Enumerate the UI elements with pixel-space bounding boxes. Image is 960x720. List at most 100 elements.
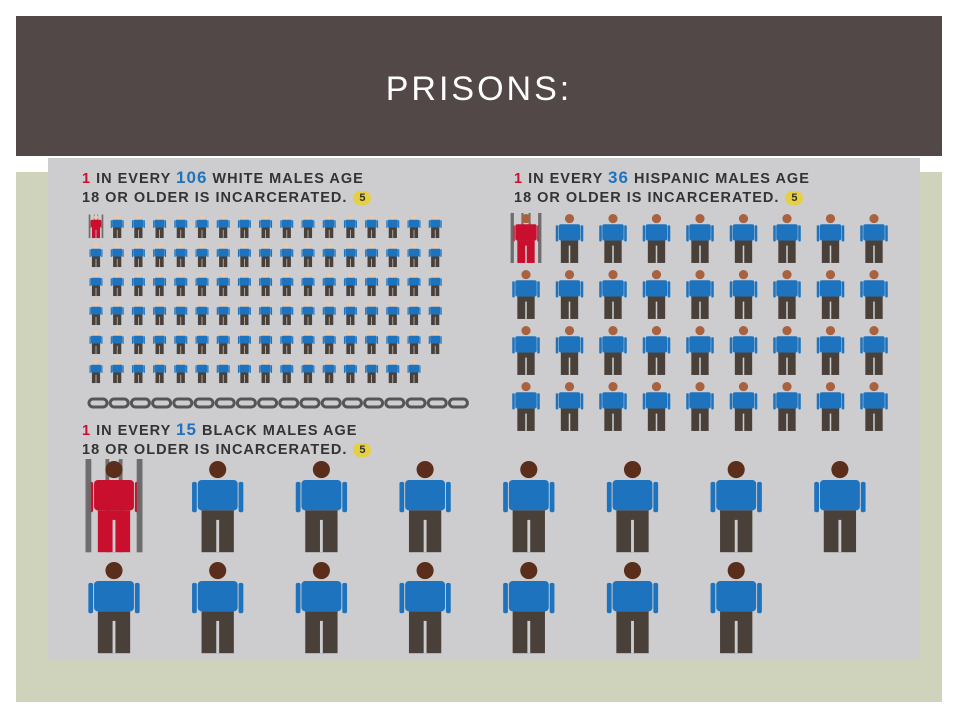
white-male-figure-62 bbox=[322, 302, 336, 326]
white-male-figure-6 bbox=[216, 215, 230, 239]
white-male-figure-18 bbox=[110, 244, 124, 268]
black-caption-number: 15 bbox=[176, 420, 197, 439]
white-male-figure-26 bbox=[280, 244, 294, 268]
hispanic-male-figure-14 bbox=[729, 270, 758, 319]
white-male-figure-23 bbox=[216, 244, 230, 268]
white-caption-line1: 1 IN EVERY 106 WHITE MALES AGE bbox=[82, 168, 371, 189]
white-male-figure-51 bbox=[89, 302, 103, 326]
black-caption-one: 1 bbox=[82, 423, 92, 439]
white-male-figure-20 bbox=[153, 244, 167, 268]
white-male-figure-9 bbox=[280, 215, 294, 239]
black-male-figure-0 bbox=[85, 459, 143, 553]
white-male-figure-65 bbox=[386, 302, 400, 326]
white-male-figure-77 bbox=[280, 331, 294, 355]
black-male-figure-1 bbox=[192, 461, 244, 553]
white-male-figure-24 bbox=[237, 244, 251, 268]
white-male-figure-28 bbox=[322, 244, 336, 268]
white-male-figure-95 bbox=[301, 360, 315, 384]
white-male-figure-55 bbox=[174, 302, 188, 326]
white-male-figure-99 bbox=[386, 360, 400, 384]
white-male-figure-88 bbox=[153, 360, 167, 384]
white-male-figure-2 bbox=[131, 215, 145, 239]
white-male-figure-61 bbox=[301, 302, 315, 326]
black-male-figure-7 bbox=[814, 461, 866, 553]
title-bar: PRISONS: bbox=[16, 16, 942, 156]
white-male-figure-0 bbox=[88, 214, 104, 239]
white-male-figure-50 bbox=[428, 273, 442, 297]
white-male-figure-47 bbox=[365, 273, 379, 297]
hispanic-male-figure-31 bbox=[686, 382, 714, 431]
black-male-figure-5 bbox=[606, 461, 659, 553]
hispanic-male-figure-30 bbox=[642, 382, 671, 431]
white-male-figure-72 bbox=[174, 331, 188, 355]
white-male-figure-32 bbox=[407, 244, 421, 268]
white-male-figure-13 bbox=[365, 215, 379, 239]
white-male-figure-22 bbox=[195, 244, 209, 268]
white-caption-incarcerated: 18 OR OLDER IS INCARCERATED. bbox=[82, 190, 348, 206]
white-caption-group: WHITE MALES AGE bbox=[207, 171, 364, 187]
white-male-figure-17 bbox=[89, 244, 103, 268]
white-male-figure-87 bbox=[131, 360, 145, 384]
white-male-figure-63 bbox=[343, 302, 357, 326]
black-male-figure-12 bbox=[503, 562, 555, 654]
hispanic-male-figure-23 bbox=[729, 326, 758, 375]
white-male-figure-10 bbox=[301, 215, 315, 239]
white-male-figure-91 bbox=[216, 360, 230, 384]
chain-icon bbox=[87, 397, 469, 409]
black-male-figure-14 bbox=[710, 562, 762, 654]
white-male-figure-7 bbox=[237, 215, 251, 239]
white-male-figure-12 bbox=[343, 215, 357, 239]
white-male-figure-100 bbox=[407, 360, 421, 384]
black-male-figure-3 bbox=[399, 461, 451, 553]
black-male-figure-8 bbox=[88, 562, 140, 654]
hispanic-male-figure-25 bbox=[816, 326, 845, 375]
black-males-caption: 1 IN EVERY 15 BLACK MALES AGE 18 OR OLDE… bbox=[82, 420, 372, 460]
white-male-figure-68 bbox=[89, 331, 103, 355]
hispanic-male-figure-5 bbox=[729, 214, 758, 263]
hispanic-male-figure-28 bbox=[555, 382, 584, 431]
white-male-figure-70 bbox=[131, 331, 145, 355]
white-male-figure-44 bbox=[301, 273, 315, 297]
white-male-figure-38 bbox=[174, 273, 188, 297]
hispanic-caption-incarcerated: 18 OR OLDER IS INCARCERATED. bbox=[514, 190, 780, 206]
white-male-figure-36 bbox=[131, 273, 145, 297]
white-male-figure-40 bbox=[216, 273, 230, 297]
white-male-figure-45 bbox=[322, 273, 336, 297]
white-male-figure-30 bbox=[365, 244, 379, 268]
white-male-figure-83 bbox=[407, 331, 421, 355]
white-male-figure-56 bbox=[195, 302, 209, 326]
black-male-figure-2 bbox=[295, 461, 348, 553]
hispanic-male-figure-32 bbox=[729, 382, 758, 431]
white-male-figure-52 bbox=[110, 302, 124, 326]
white-male-figure-27 bbox=[301, 244, 315, 268]
black-caption-group: BLACK MALES AGE bbox=[196, 423, 358, 439]
hispanic-male-figure-11 bbox=[599, 270, 627, 319]
white-male-figure-5 bbox=[195, 215, 209, 239]
white-male-figure-34 bbox=[89, 273, 103, 297]
black-male-figure-6 bbox=[710, 461, 762, 553]
white-male-figure-8 bbox=[259, 215, 273, 239]
white-male-figure-19 bbox=[131, 244, 145, 268]
white-male-figure-29 bbox=[343, 244, 357, 268]
black-male-figure-10 bbox=[295, 562, 348, 654]
hispanic-male-figure-7 bbox=[816, 214, 845, 263]
hispanic-male-figure-29 bbox=[599, 382, 627, 431]
hispanic-male-figure-10 bbox=[555, 270, 584, 319]
hispanic-caption-one: 1 bbox=[514, 171, 524, 187]
incarceration-infographic: 1 IN EVERY 106 WHITE MALES AGE 18 OR OLD… bbox=[48, 158, 920, 660]
white-male-figure-89 bbox=[174, 360, 188, 384]
white-male-figure-39 bbox=[195, 273, 209, 297]
white-males-caption: 1 IN EVERY 106 WHITE MALES AGE 18 OR OLD… bbox=[82, 168, 372, 208]
white-male-figure-11 bbox=[322, 215, 336, 239]
white-caption-line2: 18 OR OLDER IS INCARCERATED.5 bbox=[82, 189, 372, 208]
black-male-figure-9 bbox=[192, 562, 244, 654]
white-male-figure-78 bbox=[301, 331, 315, 355]
hispanic-caption-in-every: IN EVERY bbox=[523, 171, 609, 187]
white-caption-in-every: IN EVERY bbox=[91, 171, 177, 187]
white-caption-number: 106 bbox=[176, 168, 208, 187]
black-male-figure-4 bbox=[503, 461, 555, 553]
white-male-figure-57 bbox=[216, 302, 230, 326]
white-male-figure-81 bbox=[365, 331, 379, 355]
hispanic-male-figure-26 bbox=[860, 326, 888, 375]
white-male-figure-85 bbox=[89, 360, 103, 384]
